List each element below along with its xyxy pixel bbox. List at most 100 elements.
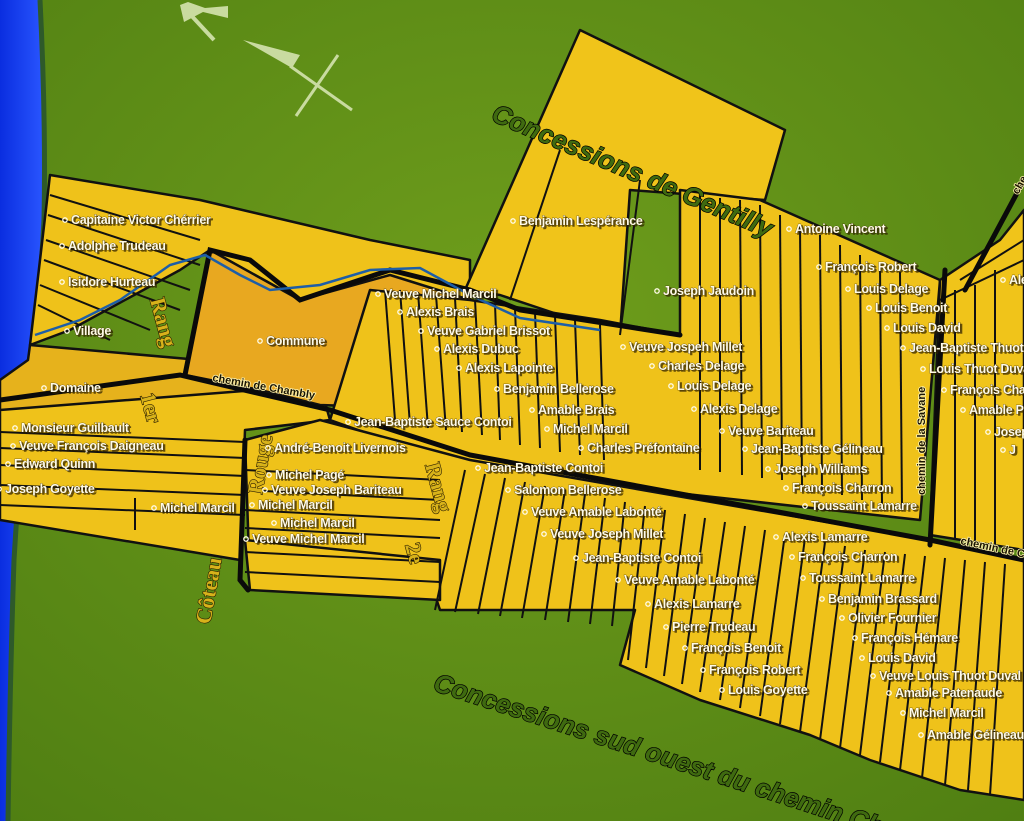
place-label-shadow: François Cha — [952, 385, 1024, 399]
place-label-shadow: Benjamin Bellerose — [505, 384, 616, 398]
place-label[interactable]: Jean-Baptiste Sauce ContoiJean-Baptiste … — [345, 415, 514, 431]
place-label-shadow: Amable Brais — [540, 405, 617, 419]
place-marker-icon — [819, 596, 825, 602]
place-marker-icon — [257, 338, 263, 344]
place-name: Louis Thuot Duval — [929, 362, 1024, 376]
place-label-shadow: Joseph Williams — [776, 464, 870, 478]
place-label-shadow: Veuve François Daigneau — [21, 441, 166, 455]
place-marker-icon — [859, 655, 865, 661]
lot-lines — [0, 149, 1024, 796]
place-label[interactable]: JJ — [1000, 443, 1019, 459]
place-label-shadow: Louis Delage — [856, 284, 931, 298]
place-marker-icon — [816, 264, 822, 270]
place-marker-icon — [249, 502, 255, 508]
place-name: François Hémare — [861, 631, 958, 645]
place-marker-icon — [800, 575, 806, 581]
place-label-shadow: Louis Thuot Duval — [931, 364, 1024, 378]
place-name: Domaine — [50, 381, 101, 395]
place-name: Alexis Brais — [406, 305, 474, 319]
place-name: Benjamin Lespérance — [519, 214, 643, 228]
place-name: Michel Marcil — [553, 422, 628, 436]
place-label[interactable]: JosepJosep — [985, 425, 1024, 441]
place-label[interactable]: AleAle — [1000, 273, 1024, 289]
place-name: J — [1009, 443, 1016, 457]
place-name: Joseph Jaudoin — [663, 284, 754, 298]
place-name: Amable P — [969, 403, 1024, 417]
place-marker-icon — [691, 406, 697, 412]
place-label[interactable]: Louis Thuot DuvalLouis Thuot Duval — [920, 362, 1024, 378]
place-label-shadow: Veuve Gabriel Brissot — [429, 326, 553, 340]
place-name: Amable Patenaude — [895, 686, 1002, 700]
place-label-shadow: Alexis Delage — [702, 404, 780, 418]
